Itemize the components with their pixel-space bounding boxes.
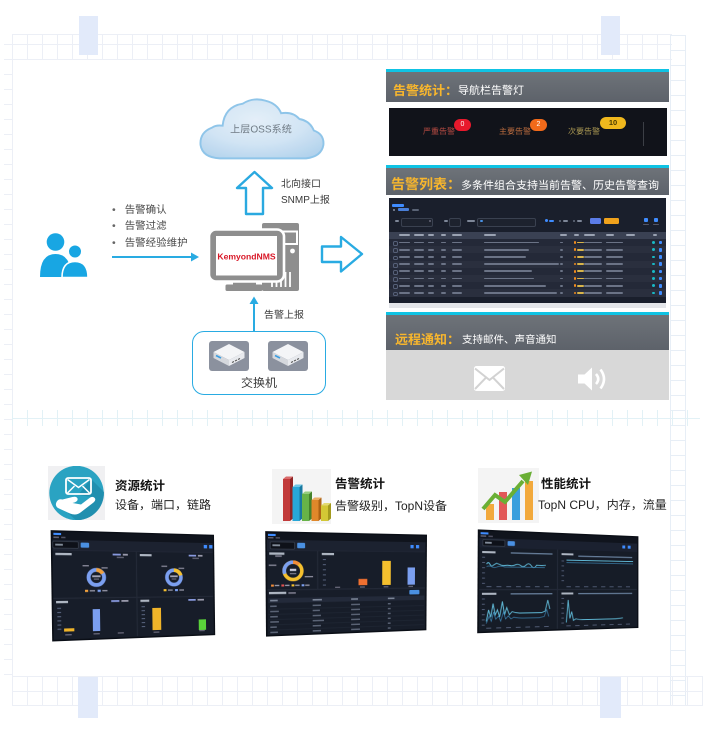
svg-text:KemyondNMS: KemyondNMS	[217, 252, 276, 262]
svg-text:上层OSS系统: 上层OSS系统	[230, 120, 292, 135]
